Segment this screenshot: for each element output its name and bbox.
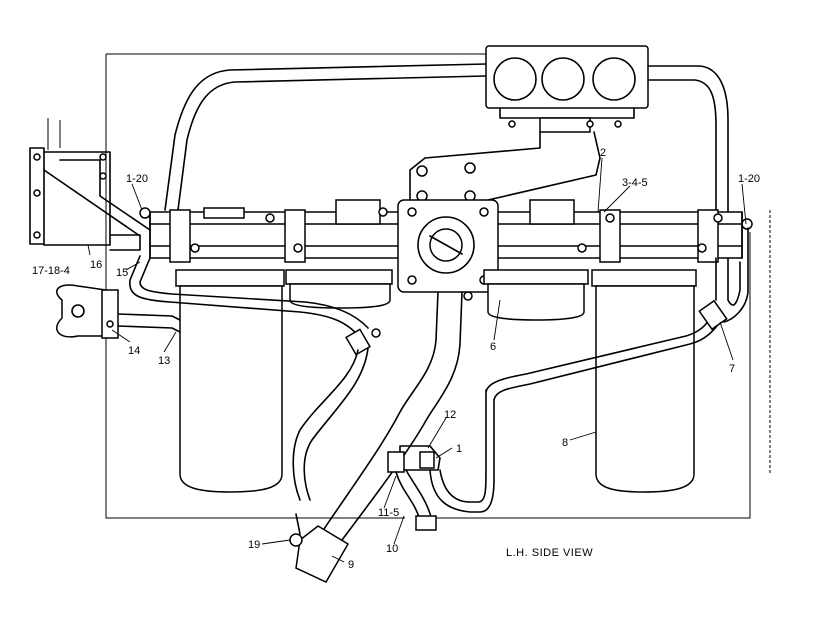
mounting-bracket-left (29, 118, 151, 251)
callout-14: 14 (128, 345, 140, 357)
center-valve-housing (397, 199, 499, 301)
callout-2: 2 (600, 147, 606, 159)
callout-8: 8 (562, 437, 568, 449)
callout-13: 13 (158, 355, 170, 367)
drain-pipe (289, 291, 463, 583)
callout-3-4-5: 3-4-5 (622, 177, 648, 189)
left-tubes (56, 255, 381, 356)
callout-9: 9 (348, 559, 354, 571)
lower-fittings (387, 389, 495, 531)
filter-head-assembly (139, 199, 753, 263)
filter-canisters (175, 269, 697, 493)
gauge-panel (485, 45, 649, 133)
callout-10: 10 (386, 543, 398, 555)
callout-1-20-left: 1-20 (126, 173, 148, 185)
callout-15: 15 (116, 267, 128, 279)
callout-19: 19 (248, 539, 260, 551)
callout-7: 7 (729, 363, 735, 375)
callout-16: 16 (90, 259, 102, 271)
callout-17-18-4: 17-18-4 (32, 265, 70, 277)
frame-outline (105, 53, 771, 519)
callout-11-5: 11-5 (378, 507, 399, 519)
leader-lines (87, 157, 747, 563)
callout-1-20-right: 1-20 (738, 173, 760, 185)
callout-1: 1 (456, 443, 462, 455)
callout-12: 12 (444, 409, 456, 421)
view-title: L.H. SIDE VIEW (506, 547, 593, 559)
callout-labels: 1-20 16 17-18-4 15 14 13 2 3-4-5 1-20 6 … (32, 147, 760, 571)
callout-6: 6 (490, 341, 496, 353)
lower-s-tube (292, 347, 369, 501)
top-tube-loop (164, 63, 729, 216)
